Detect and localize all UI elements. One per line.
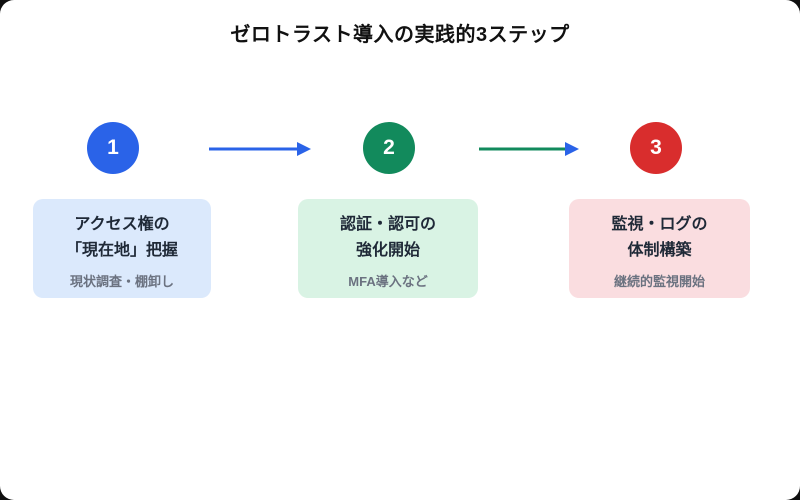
step-2-title-line-2: 強化開始 [355, 242, 420, 259]
arrow-1-head-icon [297, 142, 311, 156]
step-2-title-line-1: 認証・認可の [339, 216, 436, 233]
step-3-circle: 3 [630, 122, 682, 174]
step-3-number: 3 [650, 136, 662, 159]
step-2-circle: 2 [363, 122, 415, 174]
page-title: ゼロトラスト導入の実践的3ステップ [230, 24, 570, 46]
step-3-title-line-1: 監視・ログの [611, 216, 708, 233]
step-1-card: アクセス権の 「現在地」把握 現状調査・棚卸し [33, 199, 211, 298]
step-1-subtitle: 現状調査・棚卸し [69, 274, 174, 289]
step-1-number: 1 [107, 136, 119, 159]
step-1-title-line-2: 「現在地」把握 [65, 242, 178, 259]
step-2-number: 2 [383, 136, 395, 159]
step-1-circle: 1 [87, 122, 139, 174]
step-1-title-line-1: アクセス権の [74, 216, 170, 233]
arrow-2-head-icon [565, 142, 579, 156]
step-2-title: 認証・認可の 強化開始 [298, 212, 478, 264]
step-2-subtitle: MFA導入など [348, 274, 428, 289]
step-2-card: 認証・認可の 強化開始 MFA導入など [298, 199, 478, 298]
step-3-subtitle: 継続的監視開始 [613, 274, 705, 289]
arrow-right-icon [209, 142, 311, 156]
step-3-card: 監視・ログの 体制構築 継続的監視開始 [569, 199, 750, 298]
step-3-title-line-2: 体制構築 [627, 242, 692, 259]
step-1-title: アクセス権の 「現在地」把握 [33, 212, 211, 264]
arrow-right-icon [479, 142, 579, 156]
step-3-title: 監視・ログの 体制構築 [569, 212, 750, 264]
